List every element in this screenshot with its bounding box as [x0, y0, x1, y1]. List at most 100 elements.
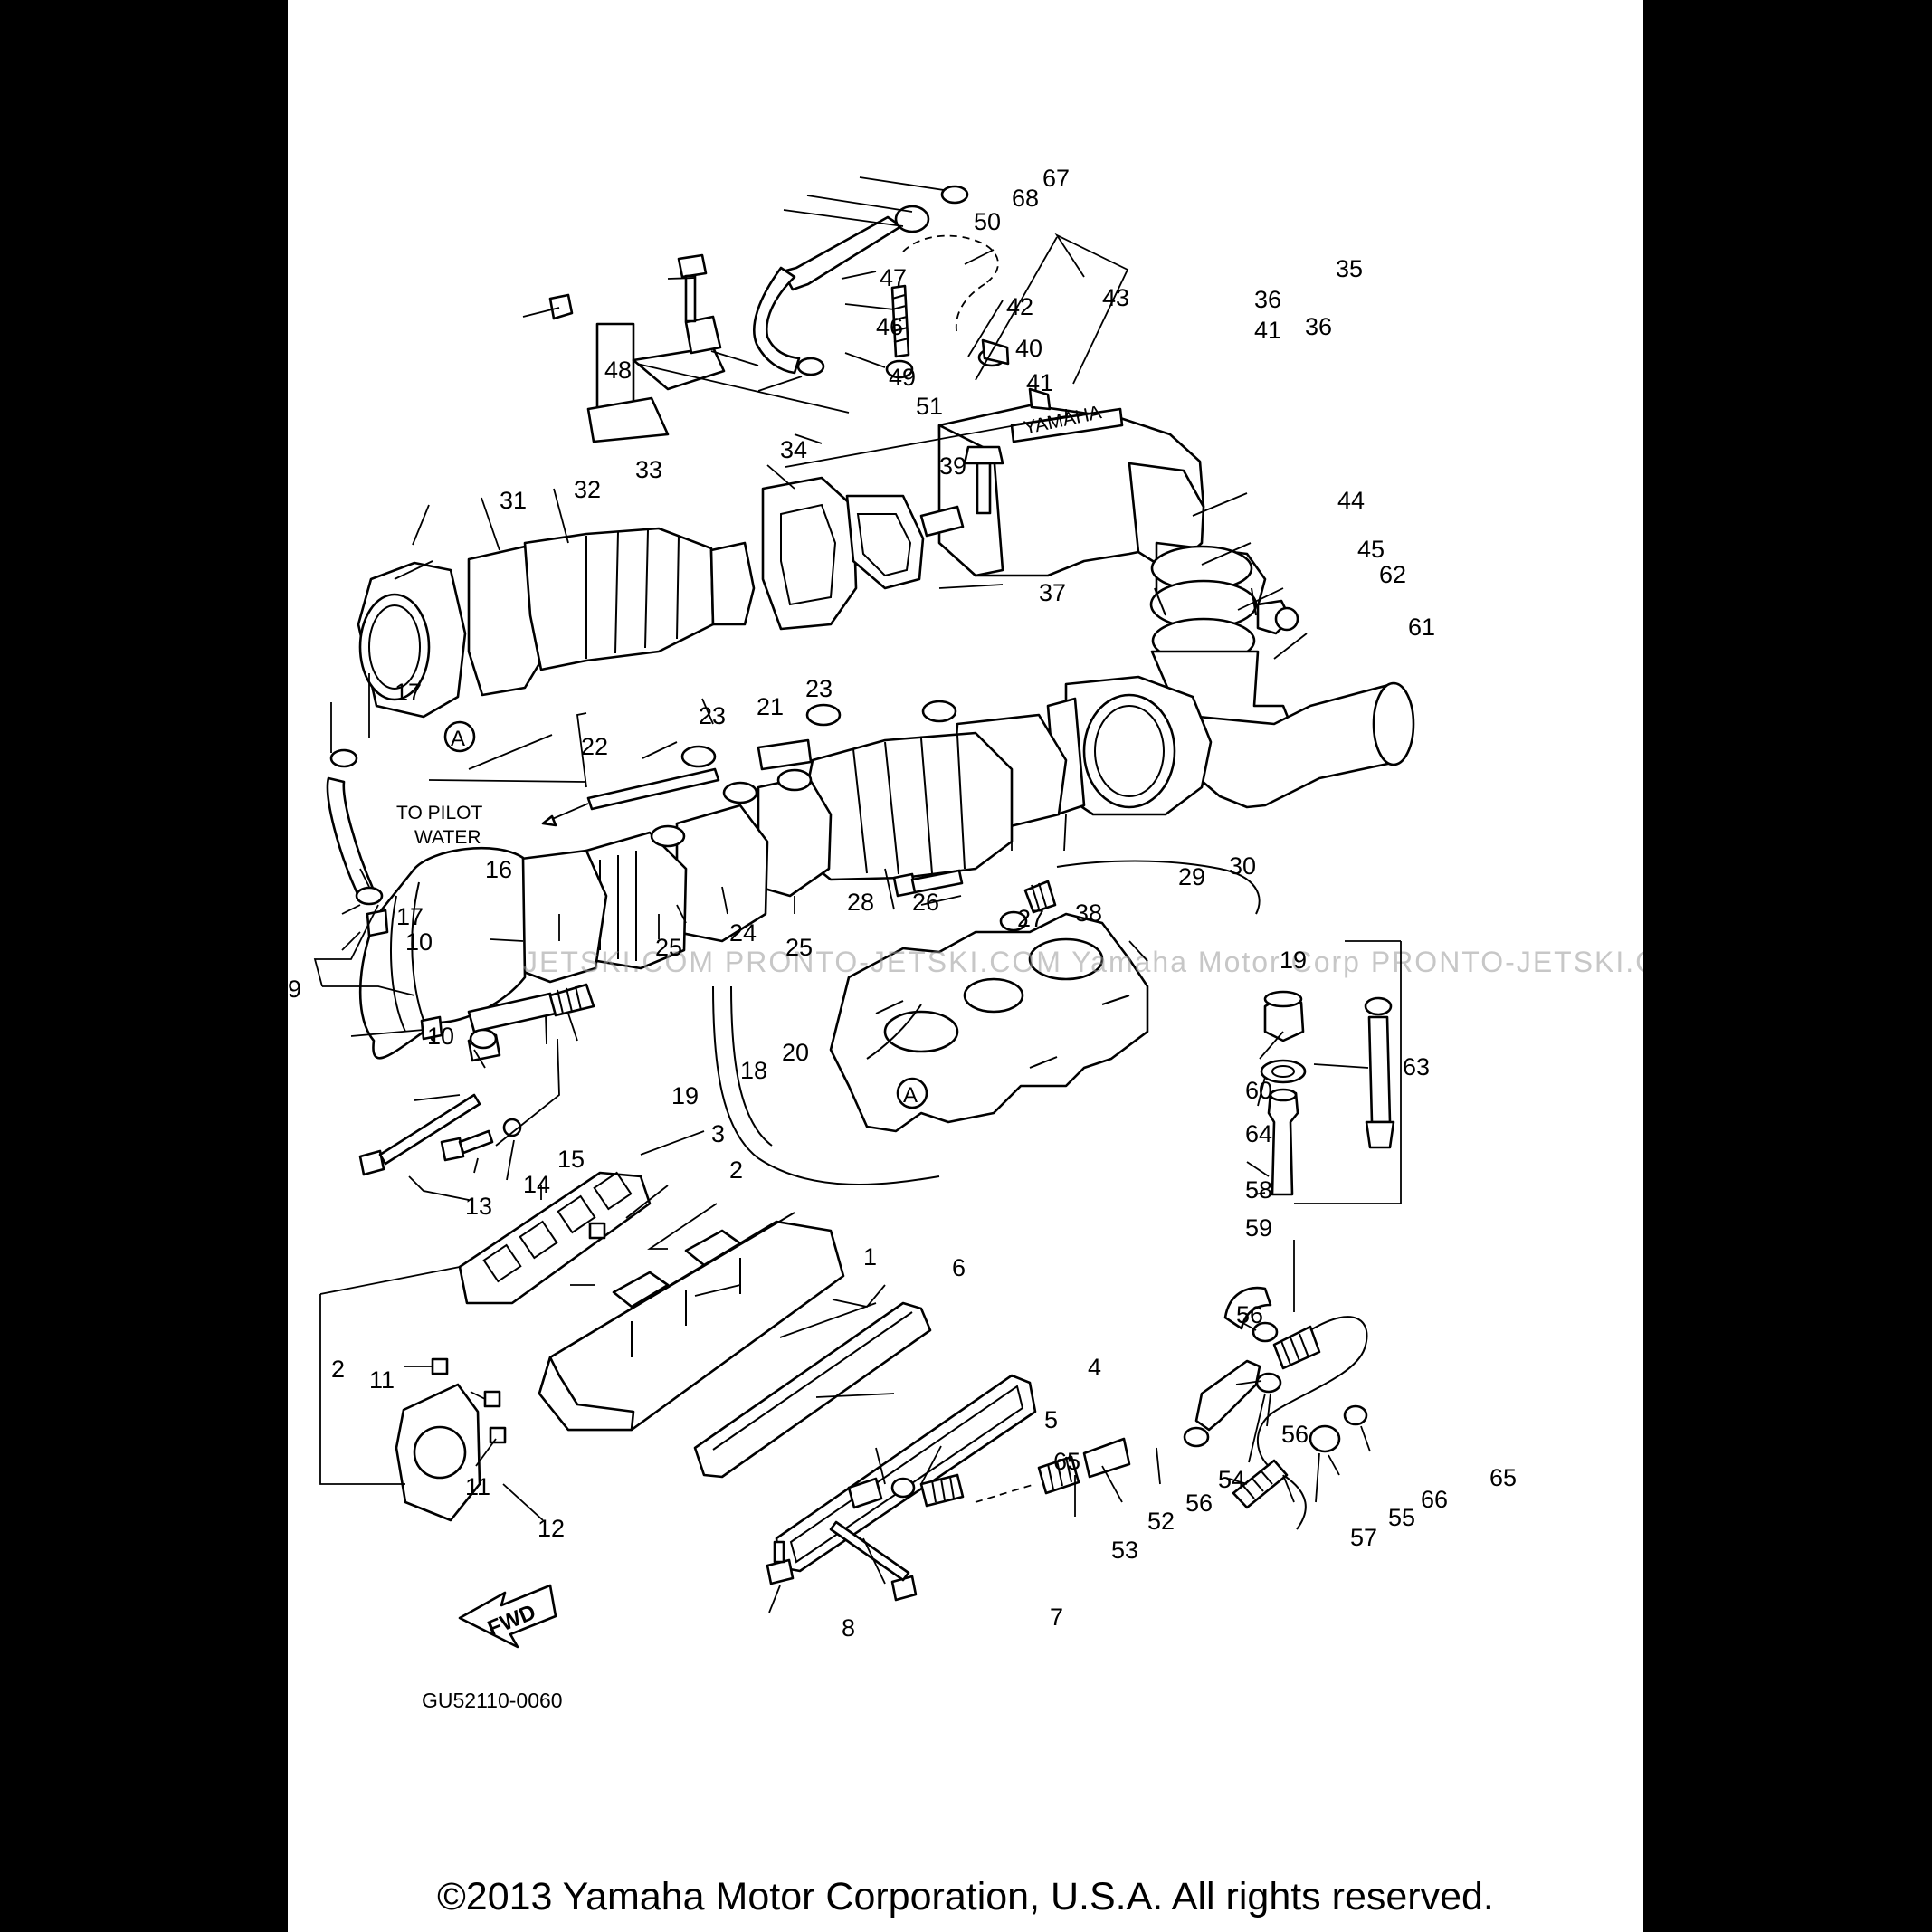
- callout-67: 67: [1042, 165, 1070, 192]
- callout-51: 51: [916, 393, 943, 420]
- watermark: JETSKI.COM PRONTO-JETSKI.COM Yamaha Moto…: [523, 946, 1643, 978]
- callout-3: 3: [711, 1120, 725, 1147]
- callout-56: 56: [1236, 1301, 1263, 1328]
- callout-32: 32: [574, 476, 601, 503]
- callout-22: 22: [581, 733, 608, 760]
- callout-35: 35: [1336, 255, 1363, 282]
- callout-2: 2: [729, 1156, 743, 1184]
- callout-21: 21: [757, 693, 784, 720]
- callout-46: 46: [876, 313, 903, 340]
- callout-11b: 11: [465, 1473, 490, 1500]
- engine-block: [712, 860, 1261, 1185]
- callout-64: 64: [1245, 1120, 1272, 1147]
- callout-6: 6: [952, 1254, 966, 1281]
- ref-mark-a: A: [451, 727, 465, 751]
- callout-55: 55: [1388, 1504, 1415, 1531]
- callout-5: 5: [1044, 1406, 1058, 1433]
- callout-50: 50: [974, 208, 1001, 235]
- callout-18: 18: [740, 1057, 767, 1084]
- callout-labels: 1 2 2 3 4 5 6 7 8 9 10 10 11 11 12 13 14…: [288, 165, 1517, 1642]
- callout-68: 68: [1012, 185, 1039, 212]
- callout-13: 13: [465, 1193, 492, 1220]
- callout-59: 59: [1245, 1214, 1272, 1242]
- callout-43: 43: [1102, 284, 1129, 311]
- callout-9: 9: [288, 976, 301, 1003]
- callout-19b: 19: [1280, 947, 1307, 974]
- callout-39: 39: [939, 452, 966, 480]
- callout-40: 40: [1015, 335, 1042, 362]
- water-box-hose: [1149, 541, 1415, 809]
- callout-58: 58: [1245, 1176, 1272, 1204]
- drawing-code: GU52110-0060: [422, 1689, 563, 1712]
- callout-62: 62: [1379, 561, 1406, 588]
- fwd-arrow: FWD: [458, 1584, 557, 1649]
- exploded-parts-diagram: YAMAHA: [288, 165, 1643, 1649]
- callout-11: 11: [369, 1366, 395, 1394]
- ref-mark-a: A: [903, 1083, 918, 1108]
- callout-14: 14: [523, 1171, 550, 1198]
- callout-20: 20: [782, 1039, 809, 1066]
- callout-34: 34: [780, 436, 807, 463]
- copyright-notice: ©2013 Yamaha Motor Corporation, U.S.A. A…: [437, 1875, 1494, 1918]
- callout-12: 12: [538, 1515, 565, 1542]
- callout-23b: 23: [805, 675, 833, 702]
- note-to-pilot: TO PILOT: [396, 803, 482, 823]
- callout-33: 33: [635, 456, 662, 483]
- callout-2b: 2: [331, 1356, 345, 1383]
- callout-47: 47: [880, 264, 907, 291]
- cooling-hoses-top: [548, 185, 1052, 443]
- callout-29: 29: [1178, 863, 1205, 890]
- callout-56c: 56: [1185, 1489, 1213, 1517]
- callout-10b: 10: [427, 1023, 454, 1050]
- callout-31: 31: [500, 487, 527, 514]
- callout-60: 60: [1245, 1077, 1272, 1104]
- callout-36b: 36: [1305, 313, 1332, 340]
- callout-16: 16: [485, 856, 512, 883]
- callout-1: 1: [863, 1243, 877, 1271]
- callout-23: 23: [699, 702, 726, 729]
- callout-44: 44: [1337, 487, 1365, 514]
- callout-63: 63: [1403, 1053, 1430, 1080]
- exhaust-manifold: [395, 1171, 1037, 1602]
- callout-15: 15: [557, 1146, 585, 1173]
- callout-4: 4: [1088, 1354, 1101, 1381]
- exhaust-elbow-top: YAMAHA: [919, 402, 1205, 577]
- leader-lines: [313, 176, 1402, 1613]
- water-fittings-right: [975, 990, 1395, 1530]
- exhaust-chamber-upper: [357, 476, 925, 719]
- callout-28: 28: [847, 889, 874, 916]
- callout-48: 48: [604, 357, 632, 384]
- callout-25b: 25: [785, 934, 813, 961]
- callout-57: 57: [1350, 1524, 1377, 1551]
- callout-45: 45: [1357, 536, 1385, 563]
- callout-66: 66: [1421, 1486, 1448, 1513]
- note-water: WATER: [414, 827, 481, 848]
- callout-17b: 17: [396, 903, 424, 930]
- callout-65b: 65: [1489, 1464, 1517, 1491]
- callout-41b: 41: [1254, 317, 1281, 344]
- callout-41: 41: [1026, 369, 1053, 396]
- callout-42: 42: [1006, 293, 1033, 320]
- reference-marks: A A: [443, 720, 928, 1109]
- callout-17: 17: [395, 679, 422, 706]
- callout-7: 7: [1050, 1604, 1063, 1631]
- callout-54: 54: [1218, 1466, 1245, 1493]
- callout-61: 61: [1408, 614, 1435, 641]
- callout-56b: 56: [1281, 1421, 1309, 1448]
- callout-8: 8: [842, 1614, 855, 1642]
- callout-30: 30: [1229, 852, 1256, 880]
- callout-36: 36: [1254, 286, 1281, 313]
- callout-53: 53: [1111, 1537, 1138, 1564]
- callout-27: 27: [1017, 905, 1044, 932]
- callout-10: 10: [405, 928, 433, 956]
- callout-38: 38: [1075, 899, 1102, 927]
- callout-26: 26: [912, 889, 939, 916]
- callout-65: 65: [1053, 1448, 1080, 1475]
- callout-19: 19: [671, 1082, 699, 1109]
- callout-52: 52: [1147, 1508, 1175, 1535]
- callout-24: 24: [729, 919, 757, 947]
- callout-49: 49: [889, 364, 916, 391]
- diagram-page: YAMAHA: [288, 0, 1643, 1932]
- callout-25: 25: [655, 934, 682, 961]
- callout-37: 37: [1039, 579, 1066, 606]
